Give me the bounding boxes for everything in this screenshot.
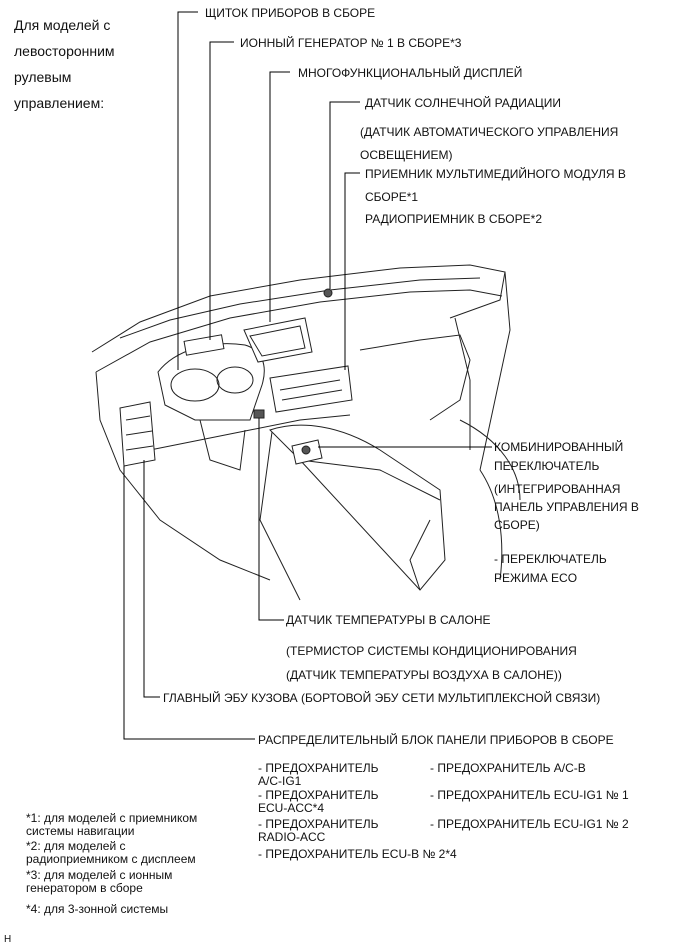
fuse-2-line-2: ECU-ACC*4 — [258, 801, 325, 815]
label-cabin-temp-note-2: (ДАТЧИК ТЕМПЕРАТУРЫ ВОЗДУХА В САЛОНЕ)) — [286, 668, 562, 682]
footnote-2-line-2: радиоприемником с дисплеем — [26, 852, 196, 866]
model-note-line-4: управлением: — [14, 95, 105, 111]
fuse-1-line-2: A/C-IG1 — [258, 774, 302, 788]
label-receiver-1: ПРИЕМНИК МУЛЬТИМЕДИЙНОГО МОДУЛЯ В — [365, 167, 626, 181]
label-combo-switch-2: ПЕРЕКЛЮЧАТЕЛЬ — [494, 459, 600, 473]
cabin-temp-sensor-shape — [253, 409, 265, 419]
instrument-cluster-shape — [157, 343, 265, 421]
model-note-line-1: Для моделей с — [14, 17, 111, 33]
model-note-line-2: левосторонним — [14, 43, 115, 59]
fuse-3-line-1: - ПРЕДОХРАНИТЕЛЬ — [258, 817, 379, 831]
label-eco-switch-1: - ПЕРЕКЛЮЧАТЕЛЬ — [494, 552, 607, 566]
label-solar-sensor-note-1: (ДАТЧИК АВТОМАТИЧЕСКОГО УПРАВЛЕНИЯ — [360, 125, 619, 139]
multi-display-shape — [243, 317, 313, 363]
label-multi-display: МНОГОФУНКЦИОНАЛЬНЫЙ ДИСПЛЕЙ — [298, 66, 523, 80]
dash-top-outline — [91, 264, 506, 353]
steering-column — [199, 419, 246, 471]
center-console — [269, 424, 446, 591]
fuse-2-line-1: - ПРЕДОХРАНИТЕЛЬ — [258, 788, 379, 802]
label-receiver-2: СБОРЕ*1 — [365, 190, 419, 204]
leader-lines — [123, 11, 492, 740]
floor-line — [459, 419, 521, 501]
label-junction-block: РАСПРЕДЕЛИТЕЛЬНЫЙ БЛОК ПАНЕЛИ ПРИБОРОВ В… — [258, 733, 614, 747]
fuse-1-line-1: - ПРЕДОХРАНИТЕЛЬ — [258, 761, 379, 775]
footnote-3-line-2: генератором в сборе — [26, 881, 143, 895]
fuse-5: - ПРЕДОХРАНИТЕЛЬ A/C-B — [430, 761, 586, 775]
label-eco-switch-2: РЕЖИМА ECO — [494, 571, 578, 585]
dash-face-right — [359, 334, 471, 421]
door-line — [454, 317, 471, 450]
center-stack-shape — [269, 365, 353, 413]
junction-block-shape — [119, 401, 156, 467]
ion-generator-shape — [183, 334, 225, 356]
label-combo-switch-1: КОМБИНИРОВАННЫЙ — [494, 440, 624, 454]
fuse-4: - ПРЕДОХРАНИТЕЛЬ ECU-B № 2*4 — [258, 847, 457, 861]
fuse-7: - ПРЕДОХРАНИТЕЛЬ ECU-IG1 № 2 — [430, 817, 629, 831]
label-radio-receiver: РАДИОПРИЕМНИК В СБОРЕ*2 — [365, 212, 542, 226]
footnote-3-line-1: *3: для моделей с ионным — [26, 868, 173, 882]
label-solar-sensor-note-2: ОСВЕЩЕНИЕМ) — [360, 148, 453, 162]
footnote-4: *4: для 3-зонной системы — [26, 902, 169, 916]
lower-dash — [149, 414, 351, 451]
dash-right-edge — [479, 271, 511, 471]
fuse-3-line-2: RADIO-ACC — [258, 830, 326, 844]
label-combo-note-3: СБОРЕ) — [494, 518, 540, 532]
label-ion-generator: ИОННЫЙ ГЕНЕРАТОР № 1 В СБОРЕ*3 — [240, 36, 462, 50]
label-combo-note-2: ПАНЕЛЬ УПРАВЛЕНИЯ В — [494, 500, 639, 514]
solar-sensor-shape — [323, 288, 333, 298]
label-main-body-ecu: ГЛАВНЫЙ ЭБУ КУЗОВА (БОРТОВОЙ ЭБУ СЕТИ МУ… — [163, 691, 601, 705]
dash-upper-line — [95, 289, 503, 373]
corner-mark: H — [4, 934, 12, 945]
footnote-1-line-1: *1: для моделей с приемником — [26, 811, 198, 825]
label-cabin-temp-note-1: (ТЕРМИСТОР СИСТЕМЫ КОНДИЦИОНИРОВАНИЯ — [286, 644, 577, 658]
label-cabin-temp-sensor: ДАТЧИК ТЕМПЕРАТУРЫ В САЛОНЕ — [286, 613, 491, 627]
label-instrument-cluster: ЩИТОК ПРИБОРОВ В СБОРЕ — [205, 6, 376, 20]
label-combo-note-1: (ИНТЕГРИРОВАННАЯ — [494, 482, 621, 496]
windshield-edge — [119, 277, 481, 339]
fuse-6: - ПРЕДОХРАНИТЕЛЬ ECU-IG1 № 1 — [430, 788, 629, 802]
footnote-2-line-1: *2: для моделей с — [26, 839, 126, 853]
footnote-1-line-2: системы навигации — [26, 824, 135, 838]
model-note-line-3: рулевым — [14, 69, 72, 85]
dash-face-left — [95, 371, 271, 581]
label-solar-sensor: ДАТЧИК СОЛНЕЧНОЙ РАДИАЦИИ — [365, 96, 562, 110]
